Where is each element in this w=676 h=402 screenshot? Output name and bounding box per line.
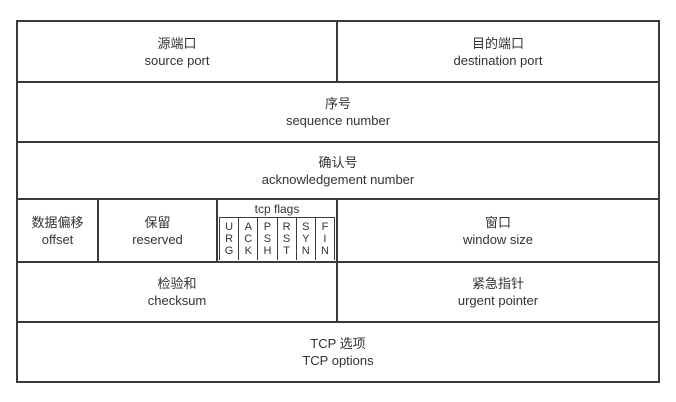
row-acknowledgement-number: 确认号 acknowledgement number (18, 143, 658, 200)
flag-urg-letter-1: U (225, 221, 234, 233)
field-acknowledgement-number-label-zh: 确认号 (318, 154, 358, 170)
field-data-offset-label-en: offset (41, 231, 74, 247)
field-acknowledgement-number-label-en: acknowledgement number (261, 171, 415, 187)
flag-rst: R S T (276, 218, 297, 260)
field-source-port-label-zh: 源端口 (157, 35, 197, 51)
field-reserved-label-en: reserved (132, 231, 183, 247)
tcp-flags-title: tcp flags (219, 200, 335, 218)
field-sequence-number-label-en: sequence number (285, 113, 391, 128)
field-window-size-label-en: window size (462, 231, 534, 247)
field-destination-port: 目的端口 destination port (338, 22, 658, 81)
field-sequence-number-label-zh: 序号 (324, 96, 351, 111)
row-checksum-urgent: 检验和 checksum 紧急指针 urgent pointer (18, 263, 658, 323)
field-reserved-label-zh: 保留 (144, 214, 171, 230)
flag-syn-letter-3: N (301, 245, 310, 257)
tcp-header-diagram: 源端口 source port 目的端口 destination port 序号… (16, 20, 660, 383)
flag-psh-letter-3: H (263, 245, 272, 257)
flag-syn: S Y N (295, 218, 316, 260)
field-urgent-pointer: 紧急指针 urgent pointer (338, 263, 658, 321)
flag-rst-letter-2: S (282, 233, 291, 245)
field-checksum-label-zh: 检验和 (157, 276, 197, 291)
flag-psh-letter-2: S (263, 233, 272, 245)
flag-psh: P S H (257, 218, 278, 260)
flag-syn-letter-1: S (302, 221, 310, 233)
field-urgent-pointer-label-en: urgent pointer (457, 293, 539, 308)
field-reserved: 保留 reserved (99, 200, 218, 261)
field-tcp-options: TCP 选项 TCP options (18, 323, 658, 381)
flag-urg: U R G (219, 218, 240, 260)
flag-ack-letter-3: K (244, 245, 252, 257)
flag-ack-letter-1: A (244, 221, 252, 233)
flag-ack: A C K (238, 218, 259, 260)
flag-fin-letter-3: N (320, 245, 329, 257)
field-acknowledgement-number: 确认号 acknowledgement number (18, 143, 658, 198)
field-urgent-pointer-label-zh: 紧急指针 (471, 276, 524, 291)
field-window-size-label-zh: 窗口 (484, 214, 511, 230)
tcp-flags-cells: U R G A C K P S H R (219, 218, 336, 260)
flag-urg-letter-3: G (224, 245, 234, 257)
field-window-size: 窗口 window size (338, 200, 658, 261)
row-sequence-number: 序号 sequence number (18, 83, 658, 143)
field-destination-port-label-zh: 目的端口 (471, 35, 524, 51)
field-source-port-label-en: source port (144, 52, 210, 68)
flag-fin: F I N (314, 218, 336, 260)
flag-rst-letter-1: R (282, 221, 291, 233)
flag-urg-letter-2: R (225, 233, 234, 245)
row-offset-flags-window: 数据偏移 offset 保留 reserved tcp flags U R G … (18, 200, 658, 263)
flag-syn-letter-2: Y (302, 233, 310, 245)
field-tcp-options-label-zh: TCP 选项 (310, 336, 366, 351)
field-data-offset: 数据偏移 offset (18, 200, 99, 261)
field-data-offset-label-zh: 数据偏移 (31, 214, 84, 230)
field-checksum-label-en: checksum (147, 293, 207, 308)
field-sequence-number: 序号 sequence number (18, 83, 658, 141)
flag-rst-letter-3: T (283, 245, 290, 257)
field-tcp-flags: tcp flags U R G A C K P S H (218, 200, 338, 261)
flag-fin-letter-2: I (323, 233, 327, 245)
row-ports: 源端口 source port 目的端口 destination port (18, 22, 658, 83)
field-destination-port-label-en: destination port (453, 52, 543, 68)
field-checksum: 检验和 checksum (18, 263, 338, 321)
field-source-port: 源端口 source port (18, 22, 338, 81)
field-tcp-options-label-en: TCP options (302, 353, 374, 368)
tcp-flags-wrapper: tcp flags U R G A C K P S H (218, 200, 336, 261)
flag-psh-letter-1: P (263, 221, 272, 233)
row-tcp-options: TCP 选项 TCP options (18, 323, 658, 381)
flag-ack-letter-2: C (244, 233, 253, 245)
flag-fin-letter-1: F (321, 221, 329, 233)
